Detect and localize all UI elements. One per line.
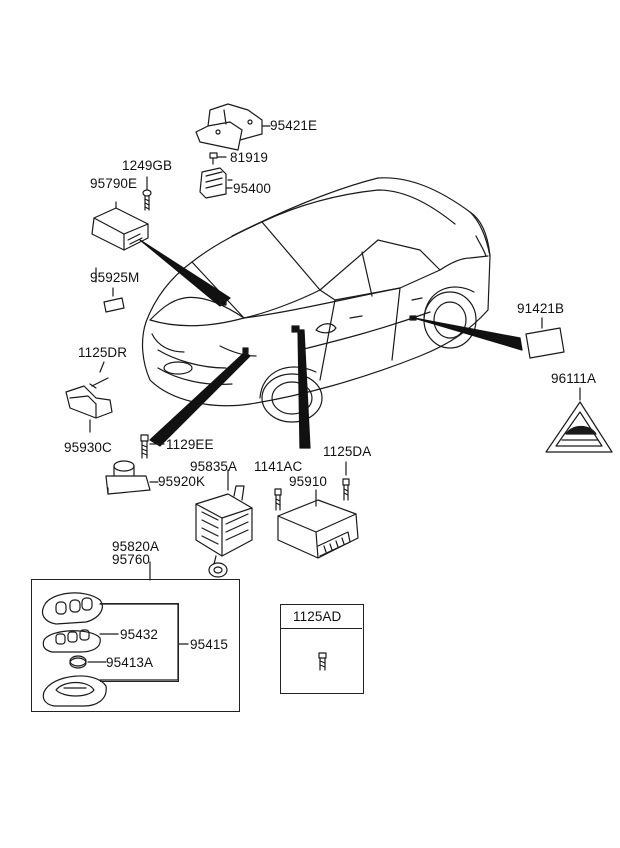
part-label-1129ee: 1129EE: [166, 437, 214, 452]
install-markers: [219, 299, 417, 354]
part-label-81919: 81919: [230, 150, 269, 165]
part-1125ad-frame: [280, 604, 364, 694]
part-label-1125ad: 1125AD: [293, 609, 342, 624]
fob-subgroup-frame: [100, 603, 179, 682]
pad-95925m-drawing: [103, 287, 125, 313]
part-label-95835a: 95835A: [190, 459, 238, 474]
part-label-95930c: 95930C: [64, 440, 112, 455]
bolt-1129ee-drawing: [140, 434, 165, 459]
sensor-95920k-drawing: [105, 460, 159, 495]
vehicle-illustration: [141, 177, 491, 423]
part-label-96111a: 96111A: [551, 371, 597, 386]
bolt-1141ac-drawing: [274, 488, 282, 511]
part-label-1125dr: 1125DR: [78, 345, 128, 360]
part-label-95415: 95415: [190, 637, 229, 652]
screw-1125ad-drawing: [318, 652, 327, 671]
bolt-1125dr-drawing: [89, 361, 109, 389]
leader-wedges: [139, 239, 523, 449]
part-1125ad-header-rule: [280, 628, 362, 629]
module-95790e-drawing: [91, 201, 149, 251]
module-95400-drawing: [199, 167, 233, 199]
part-label-95432: 95432: [120, 627, 159, 642]
part-label-95400: 95400: [233, 181, 272, 196]
unit-95910-drawing: [277, 489, 359, 559]
part-label-1249gb: 1249GB: [122, 158, 173, 173]
part-label-95760: 95760: [112, 552, 151, 567]
part-label-1141ac: 1141AC: [254, 459, 303, 474]
part-label-95790e: 95790E: [90, 176, 138, 191]
part-label-95820a: 95820A: [112, 539, 160, 554]
part-label-95421e: 95421E: [270, 118, 318, 133]
part-label-95413a: 95413A: [106, 655, 154, 670]
label-91421b-drawing: [525, 317, 565, 359]
part-label-95920k: 95920K: [158, 474, 206, 489]
key-fob-group-frame: [31, 579, 240, 712]
part-label-95910: 95910: [289, 474, 328, 489]
bolt-1125da-drawing: [342, 461, 350, 501]
screw-81919-drawing: [209, 152, 227, 165]
part-label-1125da: 1125DA: [323, 444, 372, 459]
unit-95835a-drawing: [195, 469, 253, 578]
bracket-95421e-drawing: [195, 103, 271, 151]
sensor-95930c-drawing: [65, 385, 113, 433]
part-label-91421b: 91421B: [517, 301, 565, 316]
label-96111a-drawing: [545, 387, 613, 453]
label-leader-lines: [95, 179, 233, 283]
bolt-1249gb-drawing: [142, 176, 152, 211]
part-label-95925m: 95925M: [90, 270, 140, 285]
